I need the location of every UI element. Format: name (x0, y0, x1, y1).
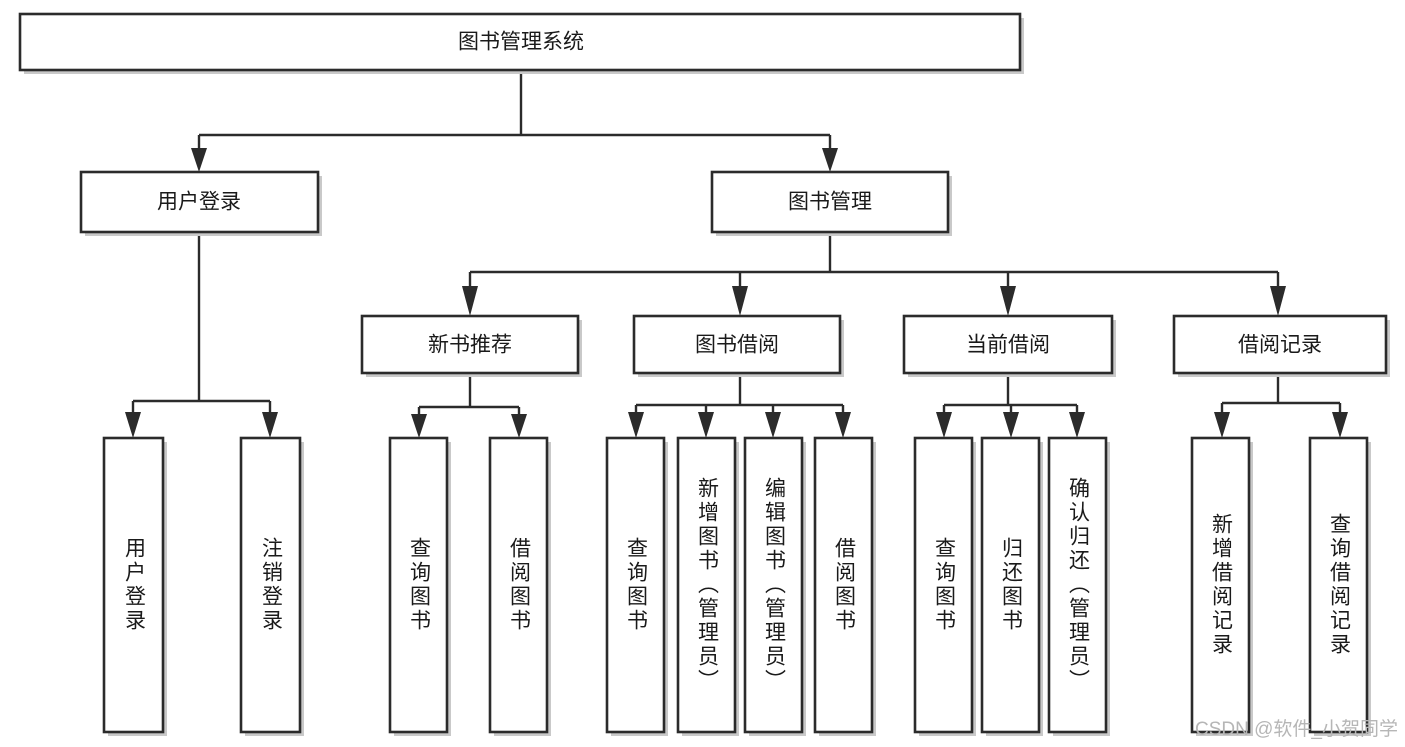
node-leaf-query-book-1-label: 查询图书 (407, 537, 431, 633)
node-user-login[interactable]: 用户登录 (79, 170, 322, 236)
node-book-borrow[interactable]: 图书借阅 (632, 314, 844, 377)
node-leaf-return-book-label: 归还图书 (999, 537, 1023, 633)
node-leaf-borrow-book-2-label: 借阅图书 (832, 537, 856, 633)
arrow-head-book-management (822, 148, 838, 172)
node-leaf-query-book-2[interactable]: 查询图书 (605, 436, 668, 736)
arrow-head-leaf-logout-login (262, 412, 278, 438)
arrow-head-leaf-add-book (698, 412, 714, 438)
node-leaf-return-book-box[interactable] (980, 436, 1041, 734)
arrow-head-leaf-borrow-book-2 (835, 412, 851, 438)
csdn-watermark: CSDN @软件_小贺同学 (1195, 718, 1398, 740)
node-leaf-query-book-1-box[interactable] (388, 436, 449, 734)
arrow-head-leaf-query-record (1332, 412, 1348, 438)
node-leaf-borrow-book-1-box[interactable] (488, 436, 549, 734)
node-leaf-edit-book-label: 编辑图书（管理员） (762, 477, 786, 693)
node-leaf-logout-login-box[interactable] (239, 436, 302, 734)
node-leaf-add-record-label: 新增借阅记录 (1209, 513, 1233, 657)
node-root[interactable]: 图书管理系统 (18, 12, 1024, 74)
node-leaf-edit-book-box[interactable] (743, 436, 804, 734)
node-current-borrow[interactable]: 当前借阅 (902, 314, 1116, 377)
node-leaf-confirm-return[interactable]: 确认归还（管理员） (1047, 436, 1110, 736)
node-user-login-box[interactable] (79, 170, 320, 234)
node-leaf-query-record-box[interactable] (1308, 436, 1369, 734)
node-leaf-add-record-box[interactable] (1190, 436, 1251, 734)
node-leaf-user-login[interactable]: 用户登录 (102, 436, 167, 736)
node-leaf-query-record-label: 查询借阅记录 (1327, 513, 1351, 657)
node-leaf-add-book[interactable]: 新增图书（管理员） (676, 436, 739, 736)
node-new-book-recommend-box[interactable] (360, 314, 580, 375)
node-leaf-logout-login-label: 注销登录 (259, 537, 283, 633)
node-leaf-add-book-label: 新增图书（管理员） (695, 477, 719, 693)
arrow-head-leaf-query-book-1 (411, 414, 427, 438)
node-leaf-query-book-1[interactable]: 查询图书 (388, 436, 451, 736)
node-borrow-record-label: 借阅记录 (1238, 334, 1322, 357)
node-book-borrow-label: 图书借阅 (695, 334, 779, 357)
node-leaf-user-login-label: 用户登录 (122, 537, 146, 633)
connector-layer (125, 72, 1348, 438)
arrow-head-current-borrow (1000, 286, 1016, 316)
node-leaf-add-book-box[interactable] (676, 436, 737, 734)
node-leaf-query-record[interactable]: 查询借阅记录 (1308, 436, 1371, 736)
arrow-head-user-login (191, 148, 207, 172)
node-borrow-record[interactable]: 借阅记录 (1172, 314, 1390, 377)
node-leaf-add-record[interactable]: 新增借阅记录 (1190, 436, 1253, 736)
node-leaf-query-book-3-label: 查询图书 (932, 537, 956, 633)
node-leaf-borrow-book-2[interactable]: 借阅图书 (813, 436, 876, 736)
arrow-head-leaf-query-book-3 (936, 412, 952, 438)
node-root-label: 图书管理系统 (458, 31, 584, 54)
arrow-head-borrow-record (1270, 286, 1286, 316)
node-root-box[interactable] (18, 12, 1022, 72)
arrow-head-leaf-confirm-return (1069, 412, 1085, 438)
node-book-management-label: 图书管理 (788, 191, 872, 214)
arrow-head-leaf-add-record (1214, 412, 1230, 438)
node-leaf-edit-book[interactable]: 编辑图书（管理员） (743, 436, 806, 736)
node-book-management[interactable]: 图书管理 (710, 170, 952, 236)
node-leaf-query-book-3[interactable]: 查询图书 (913, 436, 976, 736)
arrow-head-leaf-query-book-2 (628, 412, 644, 438)
node-leaf-borrow-book-1[interactable]: 借阅图书 (488, 436, 551, 736)
node-new-book-recommend[interactable]: 新书推荐 (360, 314, 582, 377)
arrow-head-new-book-recommend (462, 286, 478, 316)
node-book-management-box[interactable] (710, 170, 950, 234)
arrow-head-leaf-return-book (1003, 412, 1019, 438)
arrow-head-leaf-edit-book (765, 412, 781, 438)
node-leaf-user-login-box[interactable] (102, 436, 165, 734)
node-leaf-borrow-book-2-box[interactable] (813, 436, 874, 734)
node-borrow-record-box[interactable] (1172, 314, 1388, 375)
node-leaf-borrow-book-1-label: 借阅图书 (507, 537, 531, 633)
node-current-borrow-label: 当前借阅 (966, 334, 1050, 357)
node-new-book-recommend-label: 新书推荐 (428, 334, 512, 357)
arrow-head-book-borrow (732, 286, 748, 316)
node-leaf-query-book-2-label: 查询图书 (624, 537, 648, 633)
node-current-borrow-box[interactable] (902, 314, 1114, 375)
arrow-head-leaf-borrow-book-1 (511, 414, 527, 438)
node-leaf-logout-login[interactable]: 注销登录 (239, 436, 304, 736)
node-user-login-label: 用户登录 (157, 191, 241, 214)
node-book-borrow-box[interactable] (632, 314, 842, 375)
node-leaf-confirm-return-box[interactable] (1047, 436, 1108, 734)
node-leaf-confirm-return-label: 确认归还（管理员） (1066, 477, 1090, 693)
node-leaf-query-book-3-box[interactable] (913, 436, 974, 734)
arrow-head-leaf-user-login (125, 412, 141, 438)
node-leaf-return-book[interactable]: 归还图书 (980, 436, 1043, 736)
node-leaf-query-book-2-box[interactable] (605, 436, 666, 734)
